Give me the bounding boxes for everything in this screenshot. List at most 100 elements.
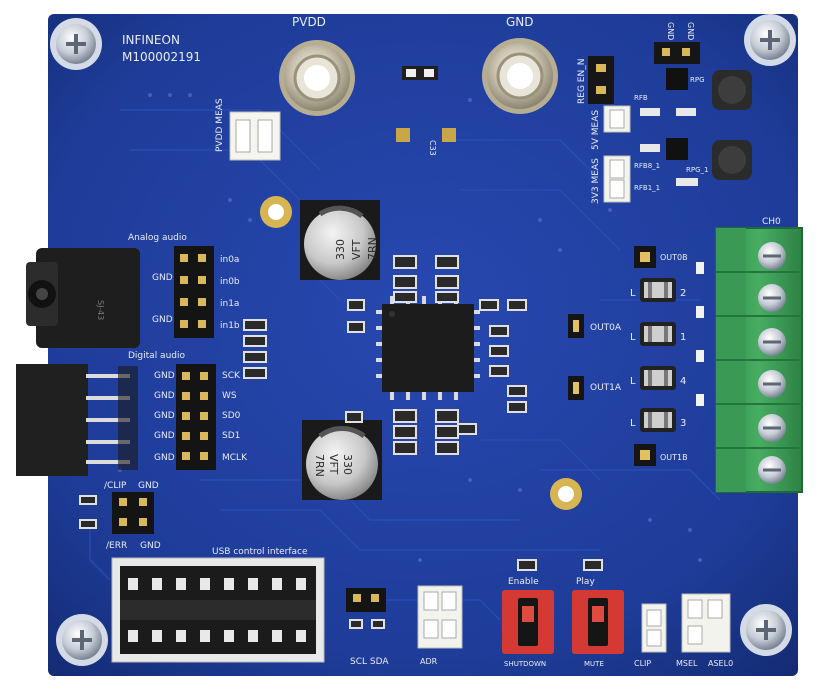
test-point-out1a[interactable] xyxy=(568,376,584,400)
gnd-binding-post[interactable] xyxy=(482,38,558,114)
pvdd-binding-post[interactable] xyxy=(279,40,355,116)
pin-in1a: in1a xyxy=(220,299,239,309)
out0a-label: OUT0A xyxy=(590,323,622,333)
screw-icon xyxy=(740,604,792,656)
clip-gnd-label: GND xyxy=(138,481,159,491)
test-point-out0a[interactable] xyxy=(568,314,584,338)
3v3-meas-label: 3V3 MEAS xyxy=(591,158,601,204)
clip-connector[interactable] xyxy=(641,603,667,653)
inductor-prefix-4: L xyxy=(630,418,636,429)
screw-icon xyxy=(744,14,796,66)
pvdd-label: PVDD xyxy=(292,15,326,29)
digital-header[interactable] xyxy=(176,364,216,470)
cap-value: 330 xyxy=(334,239,347,260)
enable-label: Enable xyxy=(508,577,539,587)
play-led xyxy=(583,559,603,571)
status-header[interactable] xyxy=(112,492,154,534)
pvdd-meas-header[interactable] xyxy=(229,111,281,161)
mute-label: MUTE xyxy=(584,660,604,668)
pad-c33-a xyxy=(396,128,410,142)
pin-sck: SCK xyxy=(222,371,241,381)
gnd-label: GND xyxy=(506,15,534,29)
test-point-out0b[interactable] xyxy=(634,246,656,268)
rfb-label: RFB xyxy=(634,94,648,102)
inductor-label-3: 3 xyxy=(680,418,686,429)
amplifier-ic xyxy=(376,296,480,400)
clip-connector-label: CLIP xyxy=(634,659,651,668)
cap-code: 7RN xyxy=(366,237,379,260)
err-gnd-label: GND xyxy=(140,541,161,551)
inductor-label-4: 4 xyxy=(680,376,686,387)
pcb-traces xyxy=(89,109,721,621)
pvdd-meas-label: PVDD MEAS xyxy=(215,98,225,152)
analog-audio-title: Analog audio xyxy=(128,233,187,243)
reg-en-header[interactable] xyxy=(588,56,614,104)
rpg1-label: RPG_1 xyxy=(686,166,708,174)
out0b-label: OUT0B xyxy=(660,253,688,262)
cap-series: VFT xyxy=(350,239,363,260)
asel-label: ASEL0 xyxy=(708,659,733,668)
enable-switch[interactable] xyxy=(502,590,554,654)
digital-gnd-1: GND xyxy=(154,371,175,381)
pin-in0b: in0b xyxy=(220,277,240,287)
play-label: Play xyxy=(576,577,595,587)
enable-led xyxy=(517,559,537,571)
clip-label: /CLIP xyxy=(104,481,127,491)
i2c-header[interactable] xyxy=(346,588,386,612)
c33-label: C33 xyxy=(428,140,437,156)
analog-header[interactable] xyxy=(174,246,214,338)
usb-interface-socket[interactable] xyxy=(111,557,325,663)
shutdown-label: SHUTDOWN xyxy=(504,660,546,668)
gnd-hdr-label-2: GND xyxy=(686,22,695,40)
rpg-label: RPG xyxy=(690,76,705,84)
capacitor-top: 330 VFT 7RN xyxy=(300,200,380,280)
cap-series-2: VFT xyxy=(327,454,340,475)
smd-cluster-bottom xyxy=(345,409,477,455)
speaker-terminal-block[interactable] xyxy=(715,227,803,493)
inductor-label-2: 2 xyxy=(680,288,686,299)
regulator-ic-2 xyxy=(666,138,688,160)
screw-icon xyxy=(50,18,102,70)
part-number-label: M100002191 xyxy=(122,50,201,64)
play-switch[interactable] xyxy=(572,590,624,654)
out1b-label: OUT1B xyxy=(660,453,688,462)
status-leds xyxy=(79,495,97,529)
inductor-label-1: 1 xyxy=(680,332,686,343)
smd-column-left xyxy=(243,319,267,379)
pin-sd0: SD0 xyxy=(222,411,241,421)
screw-icon xyxy=(56,614,108,666)
pad-c33-b xyxy=(442,128,456,142)
reg-en-label: REG EN_N xyxy=(577,59,587,104)
msel-asel-connector[interactable] xyxy=(681,593,731,653)
smd-cluster-top xyxy=(347,255,527,413)
analog-gnd-2: GND xyxy=(152,315,173,325)
test-point-out1b[interactable] xyxy=(634,444,656,466)
pin-in1b: in1b xyxy=(220,321,240,331)
ch0-label: CH0 xyxy=(762,217,781,227)
err-label: /ERR xyxy=(106,541,127,551)
5v-meas-label: 5V MEAS xyxy=(591,110,601,150)
capacitor-bottom: 330 VFT 7RN xyxy=(302,420,382,500)
audio-jack[interactable]: SJ-43 xyxy=(26,248,140,348)
msel-label: MSEL xyxy=(676,659,698,668)
inductor-prefix-3: L xyxy=(630,376,636,387)
digital-gnd-2: GND xyxy=(154,391,175,401)
pin-mclk: MCLK xyxy=(222,453,248,463)
regulator-section: REG EN_N GND GND RPG RFB 5V MEAS RPG_1 R… xyxy=(577,22,752,204)
digital-gnd-5: GND xyxy=(154,453,175,463)
cap-value-2: 330 xyxy=(341,454,354,475)
address-connector[interactable] xyxy=(417,585,463,649)
regulator-ic xyxy=(666,68,688,90)
pin-sd1: SD1 xyxy=(222,431,240,441)
rfb1-label: RFB1_1 xyxy=(634,184,660,192)
out1a-label: OUT1A xyxy=(590,383,622,393)
digital-gnd-4: GND xyxy=(154,431,175,441)
digital-audio-title: Digital audio xyxy=(128,351,185,361)
digital-gnd-3: GND xyxy=(154,411,175,421)
rfb8-label: RFB8_1 xyxy=(634,162,660,170)
inductor-prefix-1: L xyxy=(630,288,636,299)
digital-audio-connector[interactable] xyxy=(16,364,138,476)
mounting-screws xyxy=(50,14,796,666)
gnd-jumper-header[interactable] xyxy=(654,42,700,64)
